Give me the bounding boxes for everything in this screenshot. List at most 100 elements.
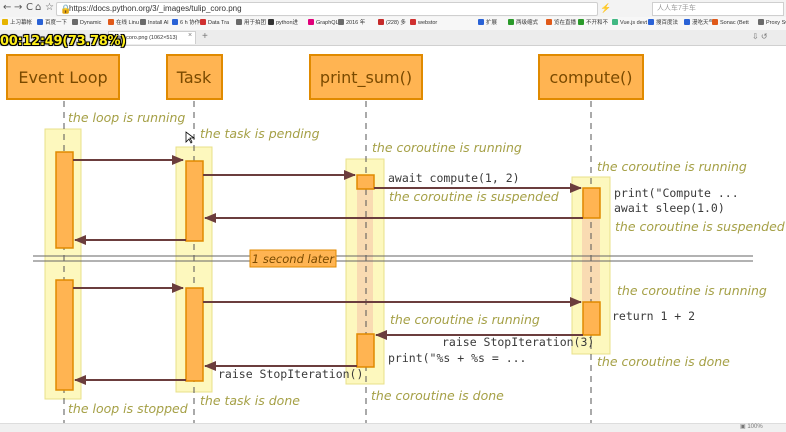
url-text[interactable]: https://docs.python.org/3/_images/tulip_…	[69, 4, 242, 13]
bookmark-favicon-icon	[410, 19, 416, 25]
bookmark-favicon-icon	[612, 19, 618, 25]
code-await-sleep: await sleep(1.0)	[614, 201, 725, 215]
actor-task: Task	[176, 68, 212, 87]
back-button[interactable]: ←	[3, 2, 12, 13]
bookmark-label: (228) 多	[386, 20, 406, 26]
bookmark-item[interactable]: 漫吃天气	[684, 17, 714, 30]
tabbar-controls[interactable]: ⇩ ↺	[752, 32, 768, 41]
search-placeholder: 人人车7手车	[657, 5, 696, 12]
tab-strip: tulip_coro.png (1062×513)	[0, 30, 786, 46]
note-coro-suspended-1: the coroutine is suspended	[389, 189, 559, 204]
bookmark-label: webstor	[418, 20, 438, 26]
mouse-cursor-icon	[185, 131, 196, 144]
bookmark-label: GraphQL	[316, 20, 339, 26]
bookmark-item[interactable]: (228) 多	[378, 17, 406, 30]
bookmark-item[interactable]: webstor	[410, 17, 437, 30]
bookmark-item[interactable]: Dynamic	[72, 17, 101, 30]
actor-compute: compute()	[549, 68, 632, 87]
activation-loop-2	[55, 279, 74, 391]
note-coro-running-4: the coroutine is running	[390, 312, 540, 327]
recording-timer: 00:12:49(73.78%)	[0, 34, 126, 49]
bookmark-favicon-icon	[546, 19, 552, 25]
note-loop-stopped: the loop is stopped	[68, 401, 188, 416]
bookmark-label: 在线 Linu	[116, 20, 139, 26]
code-return: return 1 + 2	[612, 309, 695, 323]
bookmark-item[interactable]: Sonac (Bett	[712, 17, 749, 30]
tab-close-icon[interactable]: ×	[188, 32, 193, 39]
lock-icon: 🔒	[60, 4, 72, 14]
bookmark-label: 览在直播	[554, 20, 577, 26]
search-input[interactable]: 人人车7手车	[652, 2, 784, 16]
note-task-done: the task is done	[200, 393, 300, 408]
separator-label-box	[249, 249, 337, 268]
reload-button[interactable]: C	[26, 2, 33, 13]
activation-task-1	[185, 160, 204, 242]
bookmark-label: 两级缩式	[516, 20, 539, 26]
star-icon[interactable]: ☆	[45, 2, 54, 13]
bookmark-item[interactable]: 搜百度法	[648, 17, 678, 30]
bookmark-favicon-icon	[712, 19, 718, 25]
bookmark-label: 上习幕帐	[10, 20, 33, 26]
code-print-sum: print("%s + %s = ...	[388, 351, 526, 365]
bookmark-item[interactable]: Data Tra	[200, 17, 229, 30]
note-coro-running-1: the coroutine is running	[372, 140, 522, 155]
bookmark-item[interactable]: 上习幕帐	[2, 17, 32, 30]
bookmark-label: Install Al	[148, 20, 169, 26]
bookmark-item[interactable]: python进	[268, 17, 298, 30]
note-task-pending: the task is pending	[200, 126, 320, 141]
bookmark-label: 扩展	[486, 20, 498, 26]
bookmark-label: 6 h 协作	[180, 20, 201, 26]
activation-print-1	[356, 174, 375, 190]
bookmark-item[interactable]: 百度一下	[37, 17, 67, 30]
bookmark-favicon-icon	[108, 19, 114, 25]
bookmark-label: 用于拍团	[244, 20, 267, 26]
bookmark-item[interactable]: 扩展	[478, 17, 497, 30]
bookmark-item[interactable]: 6 h 协作	[172, 17, 200, 30]
bookmark-favicon-icon	[140, 19, 146, 25]
bookmark-item[interactable]: Proxy Sw	[758, 17, 786, 30]
forward-button[interactable]: →	[14, 2, 23, 13]
sequence-diagram: Event Loop Task print_sum() compute() 1 …	[6, 54, 785, 423]
bookmark-favicon-icon	[172, 19, 178, 25]
browser-toolbar: ← → C ⌂ ☆ 🔒 https://docs.python.org/3/_i…	[0, 0, 786, 18]
actor-event-loop: Event Loop	[18, 68, 107, 87]
bookmark-item[interactable]: Vue.js devt	[612, 17, 647, 30]
activation-compute-2	[582, 301, 601, 336]
bookmark-item[interactable]: GraphQL	[308, 17, 339, 30]
activation-task-2	[185, 287, 204, 382]
code-await-compute: await compute(1, 2)	[388, 171, 520, 185]
note-coro-running-2: the coroutine is running	[597, 159, 747, 174]
bookmark-favicon-icon	[478, 19, 484, 25]
home-button[interactable]: ⌂	[35, 2, 42, 13]
bookmark-label: Dynamic	[80, 20, 102, 26]
actor-print-sum: print_sum()	[320, 68, 412, 88]
activation-print-2	[356, 333, 375, 368]
bookmark-favicon-icon	[268, 19, 274, 25]
bookmark-item[interactable]: 2016 年	[338, 17, 365, 30]
bookmark-item[interactable]: Install Al	[140, 17, 168, 30]
activation-loop-1	[55, 151, 74, 249]
bookmark-item[interactable]: 在线 Linu	[108, 17, 139, 30]
bookmark-item[interactable]: 用于拍团	[236, 17, 266, 30]
new-tab-button[interactable]: +	[202, 31, 208, 42]
bookmark-label: Vue.js devt	[620, 20, 648, 26]
lightning-icon[interactable]: ⚡	[600, 3, 612, 13]
bookmark-favicon-icon	[648, 19, 654, 25]
status-bar: ▣ 100%	[0, 423, 786, 432]
tab-active[interactable]: tulip_coro.png (1062×513)	[108, 31, 196, 44]
bookmark-item[interactable]: 不开和不	[578, 17, 608, 30]
suspended-band-print-sum	[357, 188, 373, 338]
code-print-compute: print("Compute ...	[614, 186, 739, 200]
bookmark-item[interactable]: 两级缩式	[508, 17, 538, 30]
status-zoom[interactable]: ▣ 100%	[740, 424, 763, 430]
bookmark-favicon-icon	[378, 19, 384, 25]
note-coro-running-3: the coroutine is running	[617, 283, 767, 298]
address-bar[interactable]: 🔒 https://docs.python.org/3/_images/tuli…	[56, 2, 598, 16]
bookmark-item[interactable]: 览在直播	[546, 17, 576, 30]
bookmark-favicon-icon	[72, 19, 78, 25]
bookmark-label: Sonac (Bett	[720, 20, 749, 26]
note-loop-running: the loop is running	[68, 110, 185, 125]
bookmark-label: 百度一下	[45, 20, 68, 26]
actor-box-event-loop	[6, 54, 120, 100]
